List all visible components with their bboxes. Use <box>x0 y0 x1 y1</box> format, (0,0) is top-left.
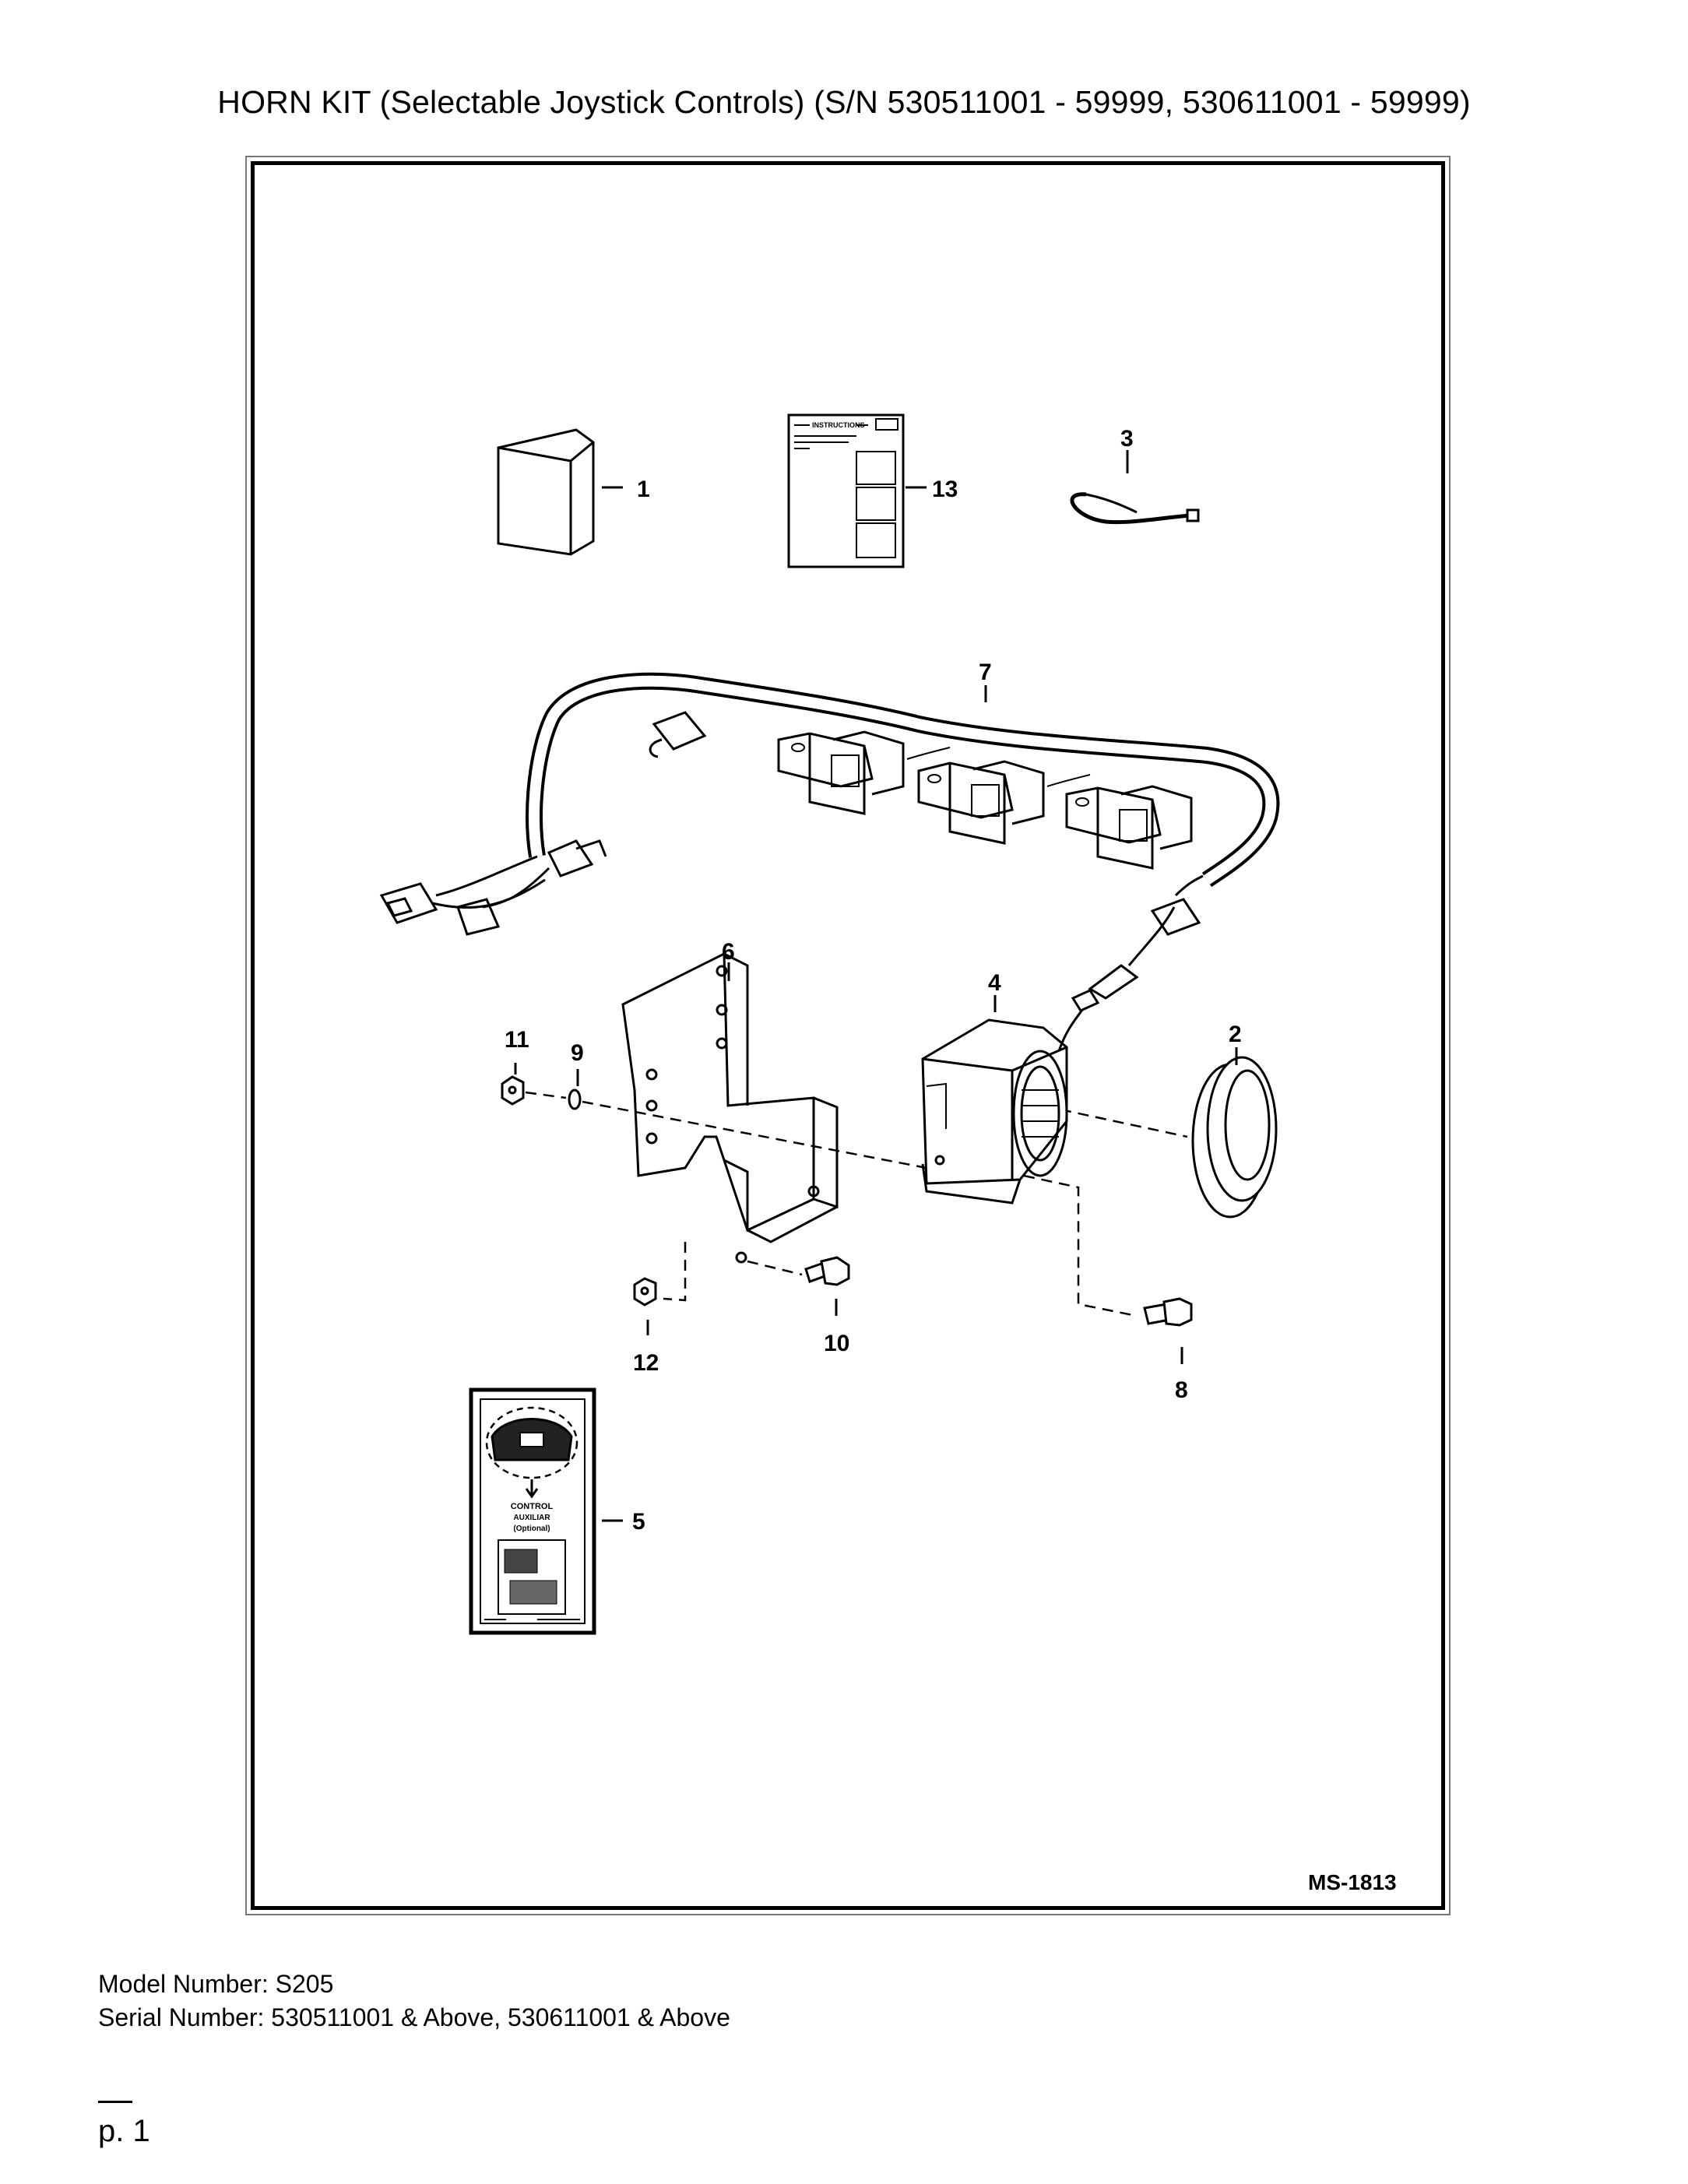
page-number-rule <box>98 2101 132 2103</box>
diagram-frame-outer <box>245 156 1451 1915</box>
drawing-id: MS-1813 <box>1308 1870 1397 1894</box>
part-1-box <box>497 428 595 556</box>
callout-10: 10 <box>824 1331 849 1356</box>
callout-7: 7 <box>979 659 992 685</box>
alignment-lines <box>525 1091 1188 1317</box>
callout-11: 11 <box>505 1027 529 1053</box>
page-title: HORN KIT (Selectable Joystick Controls) … <box>217 84 1471 120</box>
part-10-bolt <box>804 1256 850 1286</box>
serial-number: Serial Number: 530511001 & Above, 530611… <box>98 2003 730 2031</box>
part-7-wire-harness <box>379 672 1280 936</box>
instructions-label: INSTRUCTIONS <box>812 421 865 429</box>
part-13-instructions: INSTRUCTIONS <box>787 413 905 568</box>
part-5-decal: CONTROL AUXILIAR (Optional) <box>469 1387 596 1635</box>
part-12-nut <box>633 1277 657 1307</box>
callout-1: 1 <box>637 477 650 502</box>
callout-2: 2 <box>1229 1022 1242 1047</box>
callout-6: 6 <box>722 939 735 965</box>
callout-4: 4 <box>988 970 1001 996</box>
callout-5: 5 <box>632 1509 645 1535</box>
callout-8: 8 <box>1175 1377 1188 1403</box>
part-11-nut <box>501 1075 525 1106</box>
part-8-bolt <box>1143 1297 1193 1327</box>
decal-line-2: AUXILIAR <box>513 1514 550 1522</box>
diagram-frame <box>251 161 1445 1910</box>
part-6-bracket <box>621 951 839 1264</box>
callout-9: 9 <box>571 1040 584 1066</box>
page-number: p. 1 <box>98 2114 150 2148</box>
decal-line-3: (Optional) <box>513 1525 550 1533</box>
model-number: Model Number: S205 <box>98 1970 334 1998</box>
part-9-washer <box>568 1088 582 1110</box>
part-4-horn <box>921 906 1176 1205</box>
callout-13: 13 <box>932 477 958 502</box>
callout-3: 3 <box>1120 426 1134 452</box>
callout-12: 12 <box>633 1350 659 1376</box>
decal-line-1: CONTROL <box>511 1502 554 1511</box>
part-3-cable-tie <box>1070 492 1200 525</box>
part-2-grommet <box>1191 1056 1278 1219</box>
